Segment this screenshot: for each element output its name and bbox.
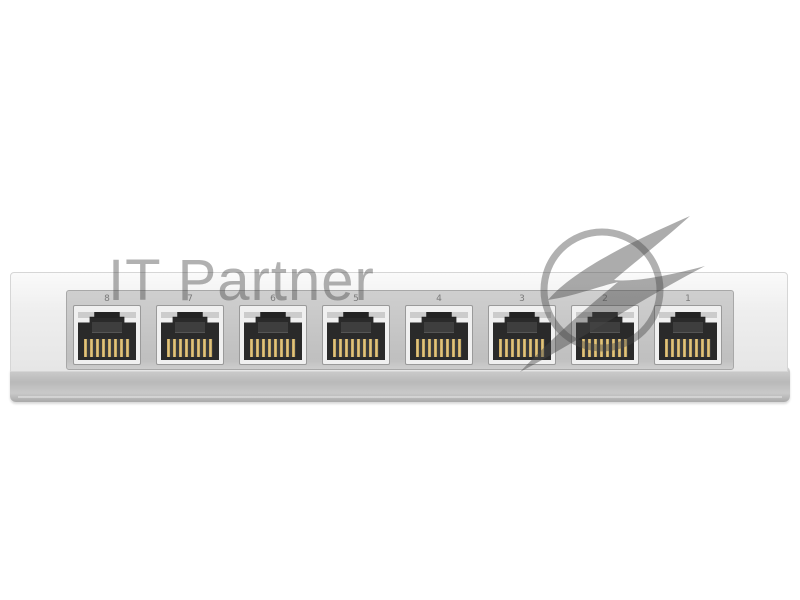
switch-base (10, 366, 790, 402)
ethernet-port-panel: 8 7 6 (66, 290, 734, 370)
rj45-socket (488, 305, 556, 365)
port-number: 6 (270, 294, 276, 304)
pin-contacts (416, 339, 462, 357)
rj45-socket (239, 305, 307, 365)
ethernet-port-7: 7 (151, 294, 229, 368)
ethernet-port-4: 4 (400, 294, 478, 368)
rj45-socket (322, 305, 390, 365)
port-number: 4 (436, 294, 442, 304)
ethernet-port-1: 1 (649, 294, 727, 368)
rj45-socket (654, 305, 722, 365)
port-number: 3 (519, 294, 525, 304)
port-number: 8 (104, 294, 110, 304)
ethernet-port-6: 6 (234, 294, 312, 368)
ethernet-port-2: 2 (566, 294, 644, 368)
pin-contacts (333, 339, 379, 357)
port-number: 7 (187, 294, 193, 304)
port-number: 2 (602, 294, 608, 304)
pin-contacts (582, 339, 628, 357)
ethernet-port-3: 3 (483, 294, 561, 368)
port-number: 5 (353, 294, 359, 304)
rj45-socket (73, 305, 141, 365)
port-number: 1 (685, 294, 691, 304)
pin-contacts (250, 339, 296, 357)
pin-contacts (665, 339, 711, 357)
rj45-socket (156, 305, 224, 365)
rj45-socket (571, 305, 639, 365)
ethernet-port-5: 5 (317, 294, 395, 368)
pin-contacts (84, 339, 130, 357)
rj45-socket (405, 305, 473, 365)
ethernet-port-8: 8 (68, 294, 146, 368)
pin-contacts (499, 339, 545, 357)
pin-contacts (167, 339, 213, 357)
